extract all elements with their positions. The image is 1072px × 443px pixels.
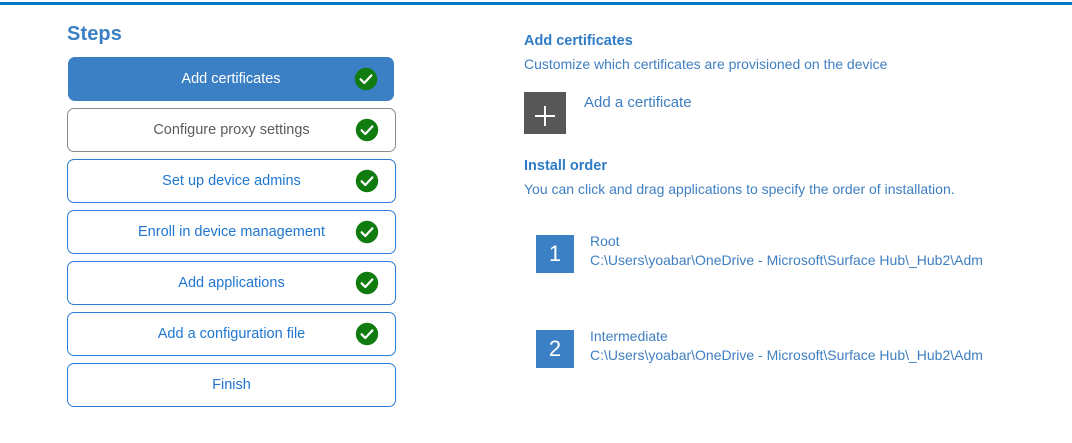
step-button-add-applications[interactable]: Add applications bbox=[67, 261, 396, 305]
step-label: Enroll in device management bbox=[138, 224, 325, 240]
install-order-name: Intermediate bbox=[590, 328, 668, 344]
check-circle-icon bbox=[354, 67, 378, 91]
install-order-subtitle: You can click and drag applications to s… bbox=[524, 181, 955, 197]
check-circle-icon bbox=[355, 322, 379, 346]
check-circle-icon bbox=[355, 118, 379, 142]
step-label: Add certificates bbox=[181, 71, 281, 87]
install-order-path: C:\Users\yoabar\OneDrive - Microsoft\Sur… bbox=[590, 347, 983, 363]
add-certificates-subtitle: Customize which certificates are provisi… bbox=[524, 56, 888, 72]
step-label: Finish bbox=[212, 377, 251, 393]
top-accent-rule bbox=[0, 2, 1072, 5]
add-a-certificate-button[interactable]: Add a certificate bbox=[584, 94, 692, 111]
add-certificates-heading: Add certificates bbox=[524, 33, 633, 49]
plus-icon[interactable] bbox=[524, 92, 566, 134]
step-button-add-certificates[interactable]: Add certificates bbox=[68, 57, 394, 101]
step-label: Add applications bbox=[178, 275, 285, 291]
check-circle-icon bbox=[355, 220, 379, 244]
add-certificate-row: Add a certificate bbox=[524, 92, 692, 134]
install-order-badge: 1 bbox=[536, 235, 574, 273]
install-order-name: Root bbox=[590, 233, 620, 249]
step-label: Add a configuration file bbox=[157, 326, 306, 342]
step-button-finish[interactable]: Finish bbox=[67, 363, 396, 407]
install-order-path: C:\Users\yoabar\OneDrive - Microsoft\Sur… bbox=[590, 252, 983, 268]
step-button-set-up-device-admins[interactable]: Set up device admins bbox=[67, 159, 396, 203]
install-order-heading: Install order bbox=[524, 158, 607, 174]
check-circle-icon bbox=[355, 169, 379, 193]
step-label: Set up device admins bbox=[162, 173, 301, 189]
step-button-enroll-in-device-management[interactable]: Enroll in device management bbox=[67, 210, 396, 254]
step-button-configure-proxy-settings[interactable]: Configure proxy settings bbox=[67, 108, 396, 152]
install-order-badge: 2 bbox=[536, 330, 574, 368]
check-circle-icon bbox=[355, 271, 379, 295]
steps-panel-title: Steps bbox=[67, 23, 122, 45]
step-label: Configure proxy settings bbox=[153, 122, 310, 138]
step-button-add-a-configuration-file[interactable]: Add a configuration file bbox=[67, 312, 396, 356]
detail-pane: Add certificates Customize which certifi… bbox=[470, 0, 1072, 443]
